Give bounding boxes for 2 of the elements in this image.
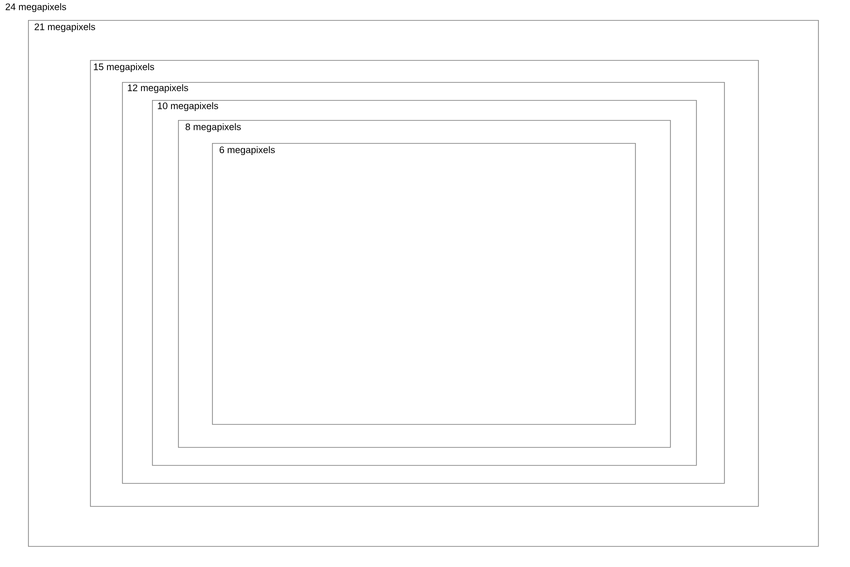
frame-label: 24 megapixels xyxy=(6,3,66,12)
frame-box: 6 megapixels xyxy=(212,143,636,425)
